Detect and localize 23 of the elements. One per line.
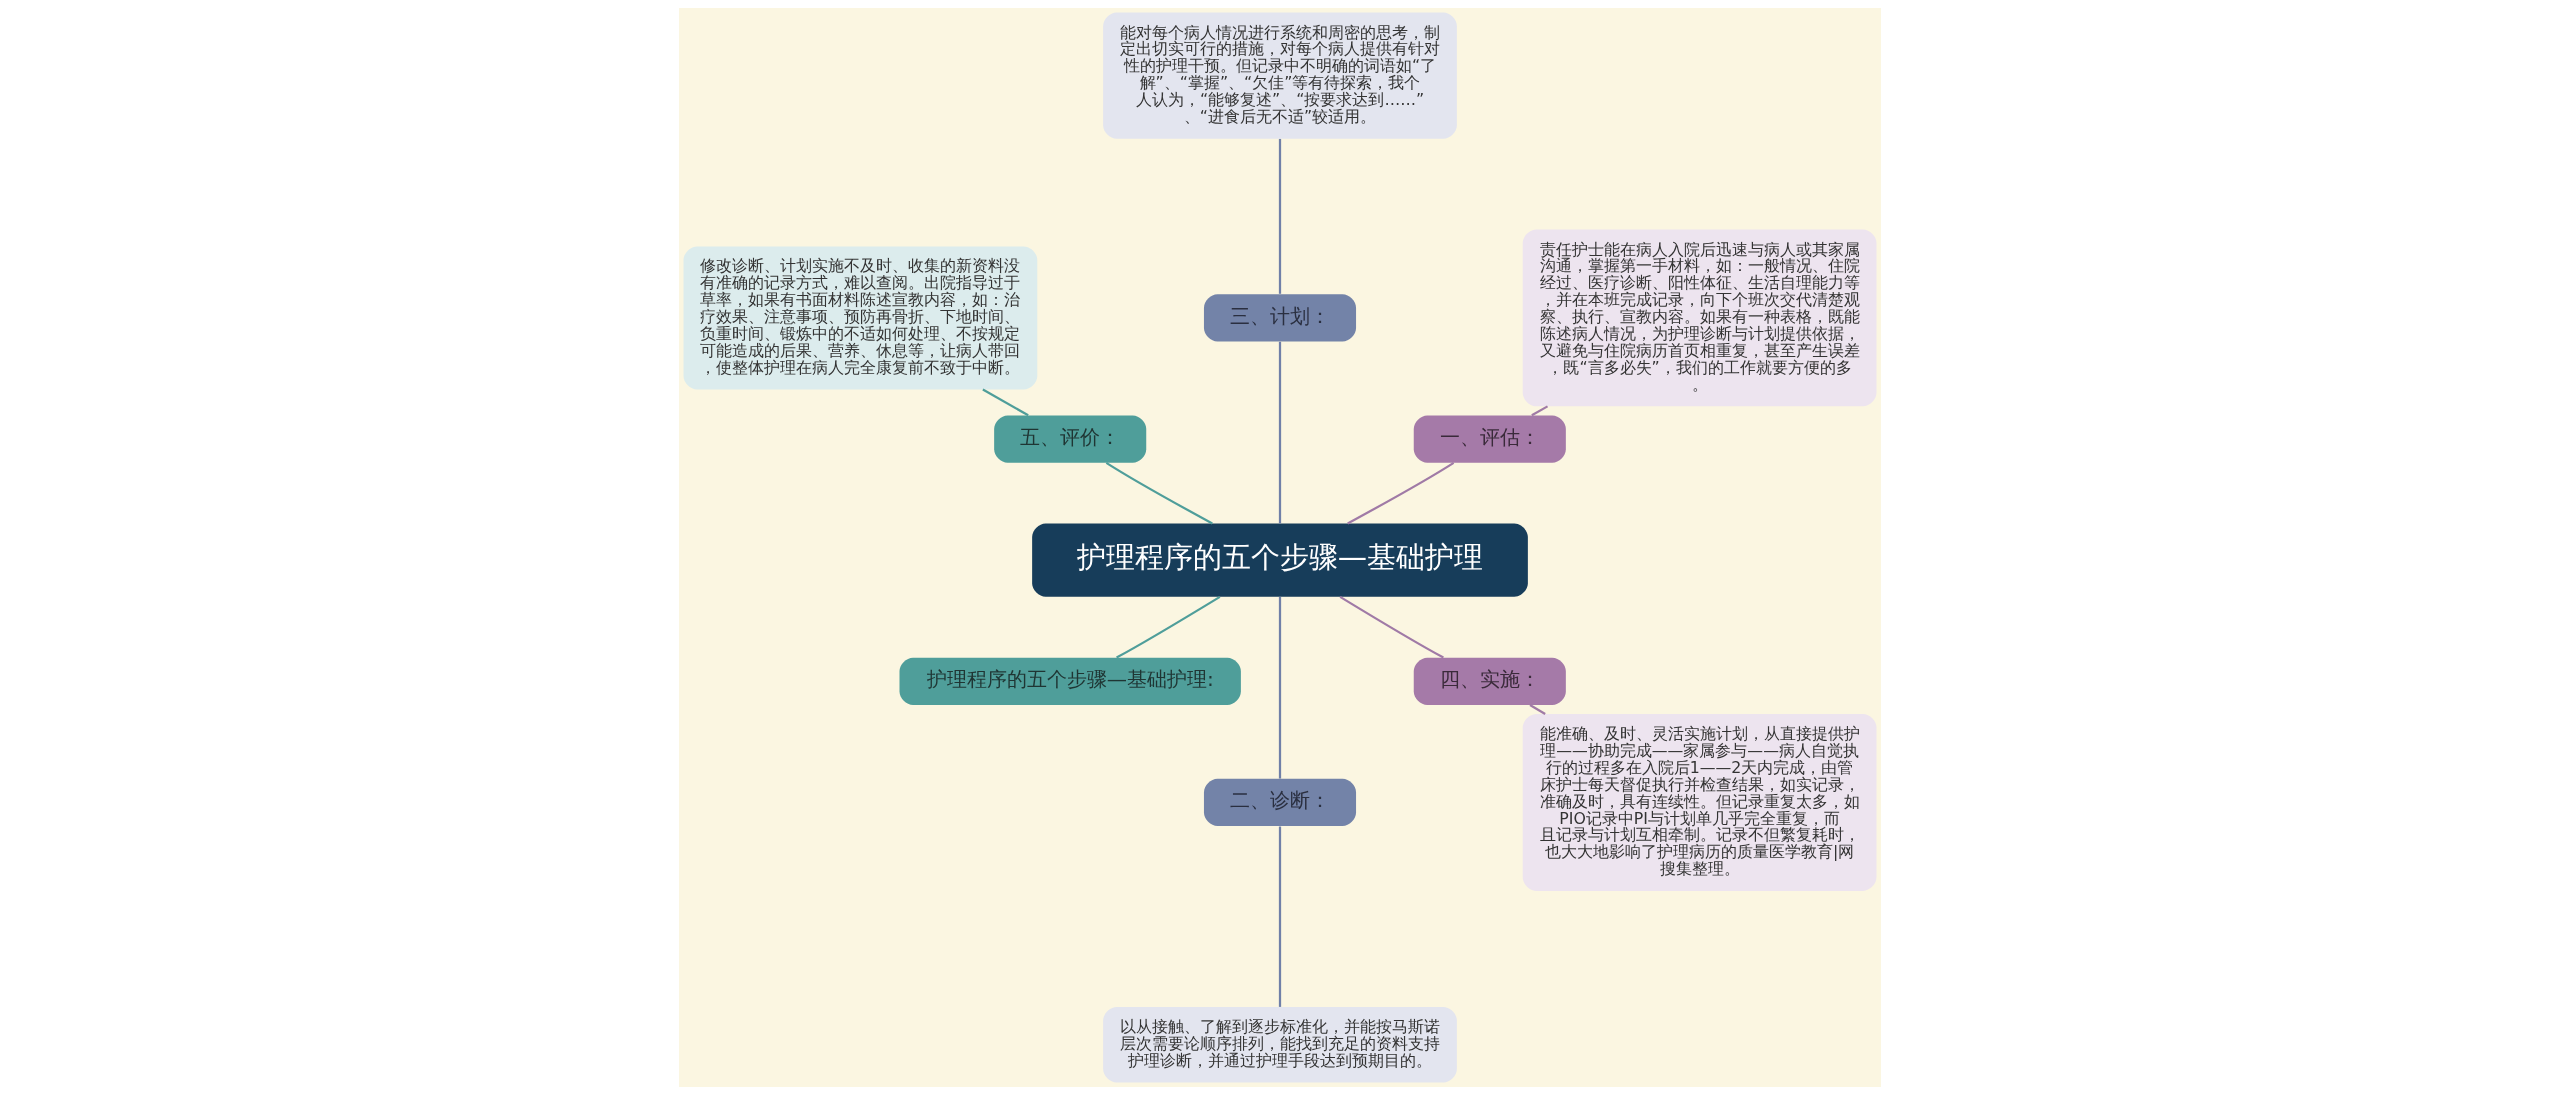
connector <box>1347 461 1455 525</box>
node-box: 二、诊断： <box>1203 778 1357 827</box>
connector <box>1278 341 1282 524</box>
connector <box>1529 704 1546 715</box>
connector <box>1116 595 1221 659</box>
node-box: 护理程序的五个步骤—基础护理: <box>899 657 1241 705</box>
node-box: 能对每个病人情况进行系统和周密的思考，制定出切实可行的措施，对每个病人提供有针对性的护理干预。但记录中不明确的词语如“了解”、“掌握”、“欠佳”等有待探索，我个人认为，“能够复述”、“按要求达到……”、“进食后无不适”较适用。 <box>1103 12 1457 139</box>
node-box: 护理程序的五个步骤—基础护理 <box>1032 523 1528 597</box>
node-box: 一、评估： <box>1413 415 1566 463</box>
node-box: 四、实施： <box>1413 657 1566 705</box>
connector <box>1339 595 1444 659</box>
node-box: 责任护士能在病人入院后迅速与病人或其家属沟通，掌握第一手材料，如：一般情况、住院经过、医疗诊断、阳性体征、生活自理能力等，并在本班完成记录，向下个班次交代清楚观察、执行、宣教内容。如果有一种表格，既能陈述病人情况，为护理诊断与计划提供依据，又避免与住院病历首页相重复，甚至产生误差，既“言多必失”，我们的工作就要方便的多。 <box>1522 229 1877 407</box>
connector <box>1278 826 1282 1007</box>
connector <box>1531 405 1549 417</box>
connector <box>1278 138 1282 294</box>
connector <box>1105 461 1213 525</box>
node-box: 三、计划： <box>1203 294 1357 342</box>
node-box: 修改诊断、计划实施不及时、收集的新资料没有准确的记录方式，难以查阅。出院指导过于草率，如果有书面材料陈述宣教内容，如：治疗效果、注意事项、预防再骨折、下地时间、负重时间、锻炼中的不适如何处理、不按规定可能造成的后果、营养、休息等，让病人带回，使整体护理在病人完全康复前不致于中断。 <box>683 246 1038 390</box>
node-box: 五、评价： <box>994 415 1147 463</box>
connector <box>982 388 1029 417</box>
node-box: 能准确、及时、灵活实施计划，从直接提供护理——协助完成——家属参与——病人自觉执行的过程多在入院后1——2天内完成，由管床护士每天督促执行并检查结果，如实记录，准确及时，具有连续性。但记录重复太多，如PIO记录中PI与计划单几乎完全重复，而且记录与计划互相牵制。记录不但繁复耗时，也大大地影响了护理病历的质量医学教育|网搜集整理。 <box>1522 714 1877 891</box>
connector <box>1278 596 1282 779</box>
node-box: 以从接触、了解到逐步标准化，并能按马斯诺层次需要论顺序排列，能找到充足的资料支持护理诊断，并通过护理手段达到预期目的。 <box>1103 1006 1457 1083</box>
